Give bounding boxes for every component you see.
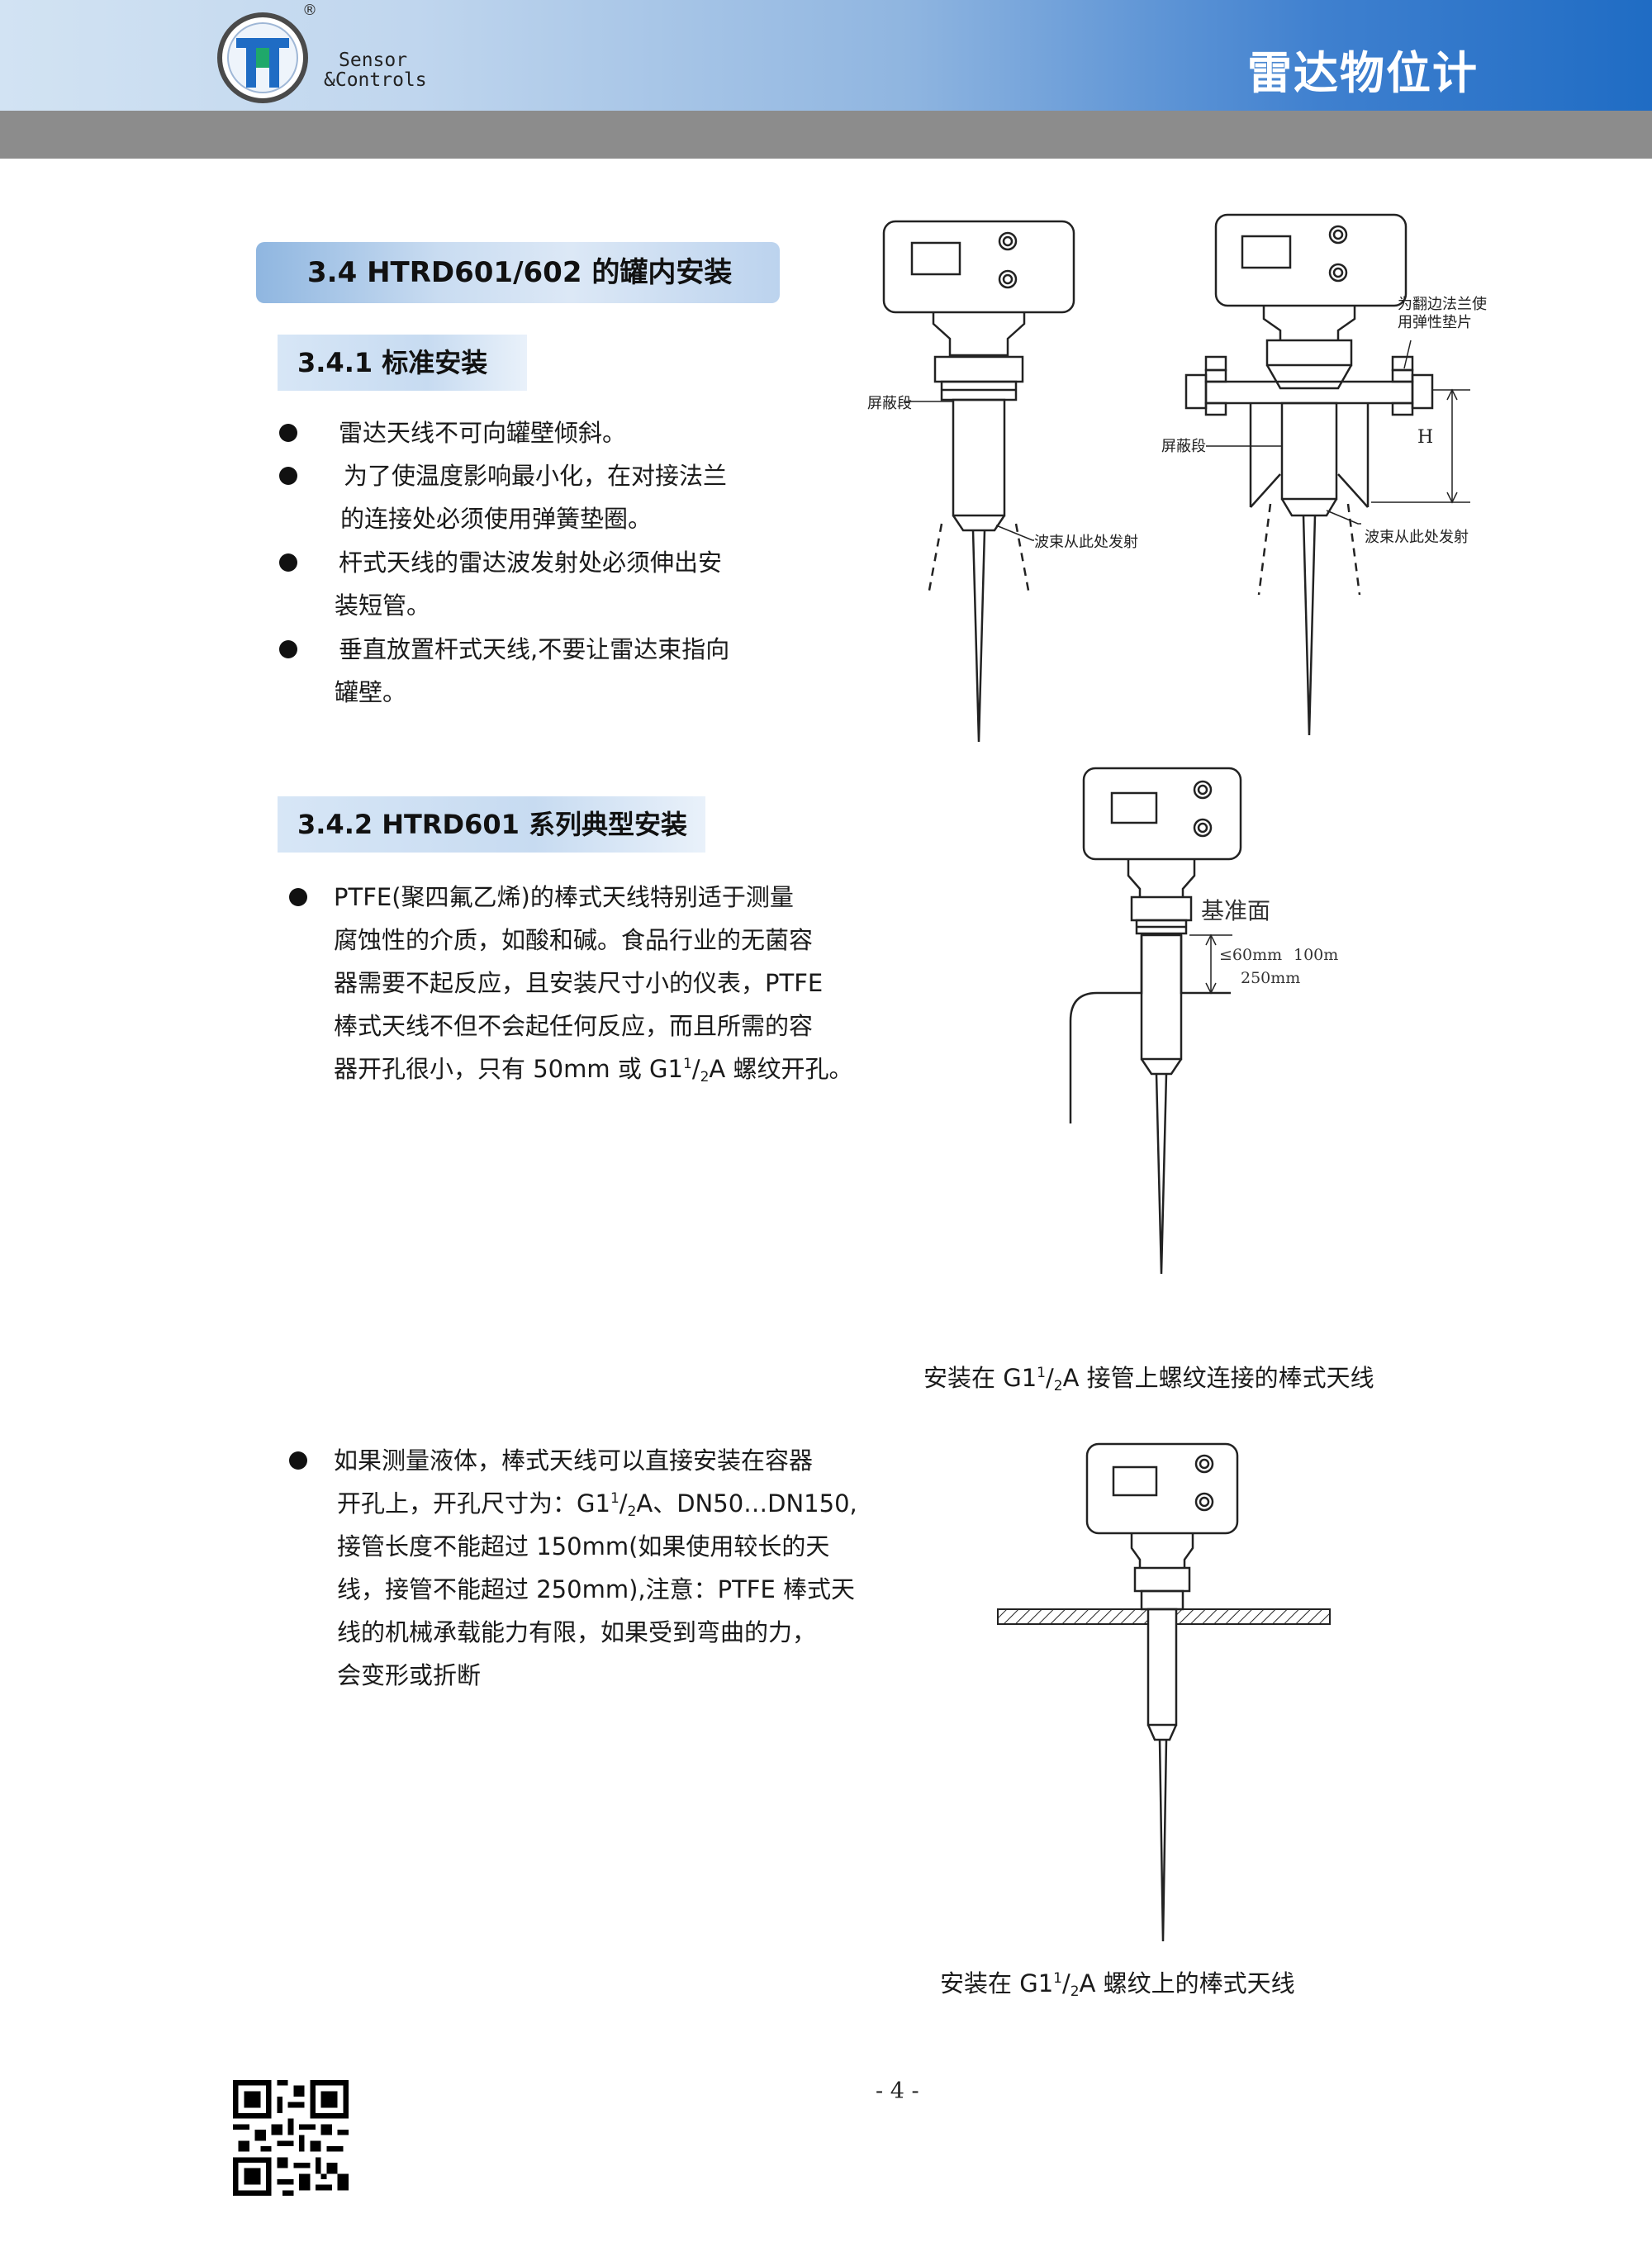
washer-label-line2: 用弹性垫片 (1398, 314, 1472, 331)
list-item: 雷达天线不可向罐壁倾斜。 (339, 419, 627, 447)
bullet (289, 1451, 307, 1470)
bullet (279, 553, 297, 572)
paragraph-line: 器需要不起反应，且安装尺寸小的仪表，PTFE (334, 969, 824, 997)
section-3-4-heading: 3.4 HTRD601/602 的罐内安装 (256, 242, 780, 303)
instrument-housing (1085, 1442, 1239, 1535)
paragraph-line: 接管长度不能超过 150mm(如果使用较长的天 (337, 1532, 830, 1560)
bullet (279, 424, 297, 442)
max-60mm-label: ≤60mm (1219, 946, 1282, 964)
bullet (289, 888, 307, 906)
paragraph-line: 线的机械承载能力有限，如果受到弯曲的力， (337, 1618, 817, 1646)
section-3-4-1-heading: 3.4.1 标准安装 (278, 335, 527, 391)
section-3-4-2-heading: 3.4.2 HTRD601 系列典型安装 (278, 796, 705, 853)
washer-label-line1: 为翻边法兰使 (1398, 296, 1487, 313)
paragraph-line: 线，接管不能超过 250mm),注意：PTFE 棒式天 (337, 1575, 856, 1603)
page-title: 雷达物位计 (1247, 47, 1479, 99)
list-item-continuation: 罐壁。 (335, 678, 407, 706)
paragraph-line: 会变形或折断 (337, 1661, 482, 1689)
paragraph-line: 器开孔很小，只有 50mm 或 G11/2A 螺纹开孔。 (334, 1055, 853, 1085)
paragraph-line: 棒式天线不但不会起任何反应，而且所需的容 (334, 1012, 814, 1040)
datum-label: 基准面 (1201, 897, 1270, 924)
paragraph-line: 开孔上，开孔尺寸为：G11/2A、DN50…DN150, (337, 1489, 857, 1520)
tank-roof-hatch-left (997, 1608, 1149, 1625)
qr-code-icon (233, 2080, 349, 2196)
header-grey-bar (0, 111, 1652, 159)
tank-roof-hatch-right (1175, 1608, 1331, 1625)
left-beam-label: 波束从此处发射 (1034, 534, 1138, 551)
brand-line-1: Sensor (339, 50, 408, 71)
brand-line-2: &Controls (324, 69, 427, 91)
height-label: H (1417, 427, 1433, 448)
caption-nozzle-install: 安装在 G11/2A 接管上螺纹连接的棒式天线 (923, 1364, 1374, 1394)
bullet (279, 640, 297, 658)
company-logo-icon (217, 12, 308, 103)
instrument-housing (1082, 767, 1242, 861)
paragraph-line: 如果测量液体，棒式天线可以直接安装在容器 (334, 1446, 814, 1475)
list-item: 垂直放置杆式天线,不要让雷达束指向 (339, 635, 730, 663)
right-beam-label: 波束从此处发射 (1365, 529, 1469, 546)
100m-label: 100m (1294, 946, 1338, 964)
caption-thread-install: 安装在 G11/2A 螺纹上的棒式天线 (940, 1969, 1295, 2000)
registered-mark: ® (302, 2, 317, 19)
list-item: 为了使温度影响最小化，在对接法兰 (344, 462, 728, 490)
list-item: 杆式天线的雷达波发射处必须伸出安 (339, 549, 723, 577)
standard-install-figure: 屏蔽段 波束从此处发射 为翻边法兰使 用弹性垫片 屏蔽段 波束从此处发射 H (867, 213, 1487, 743)
right-shield-label: 屏蔽段 (1161, 438, 1206, 455)
list-item-continuation: 装短管。 (335, 591, 431, 620)
paragraph-line: PTFE(聚四氟乙烯)的棒式天线特别适于测量 (334, 883, 794, 911)
nozzle-install-figure: 基准面 ≤60mm 100m 250mm (1069, 767, 1338, 1275)
250mm-label: 250mm (1241, 969, 1300, 987)
page-number: - 4 - (876, 2078, 919, 2104)
list-item-continuation: 的连接处必须使用弹簧垫圈。 (340, 505, 653, 533)
thread-install-figure (997, 1442, 1331, 1942)
instrument-housing-right (1214, 213, 1408, 307)
bullet (279, 467, 297, 485)
instrument-housing-left (882, 220, 1075, 314)
left-shield-label: 屏蔽段 (867, 395, 912, 412)
paragraph-line: 腐蚀性的介质，如酸和碱。食品行业的无菌容 (334, 926, 814, 954)
